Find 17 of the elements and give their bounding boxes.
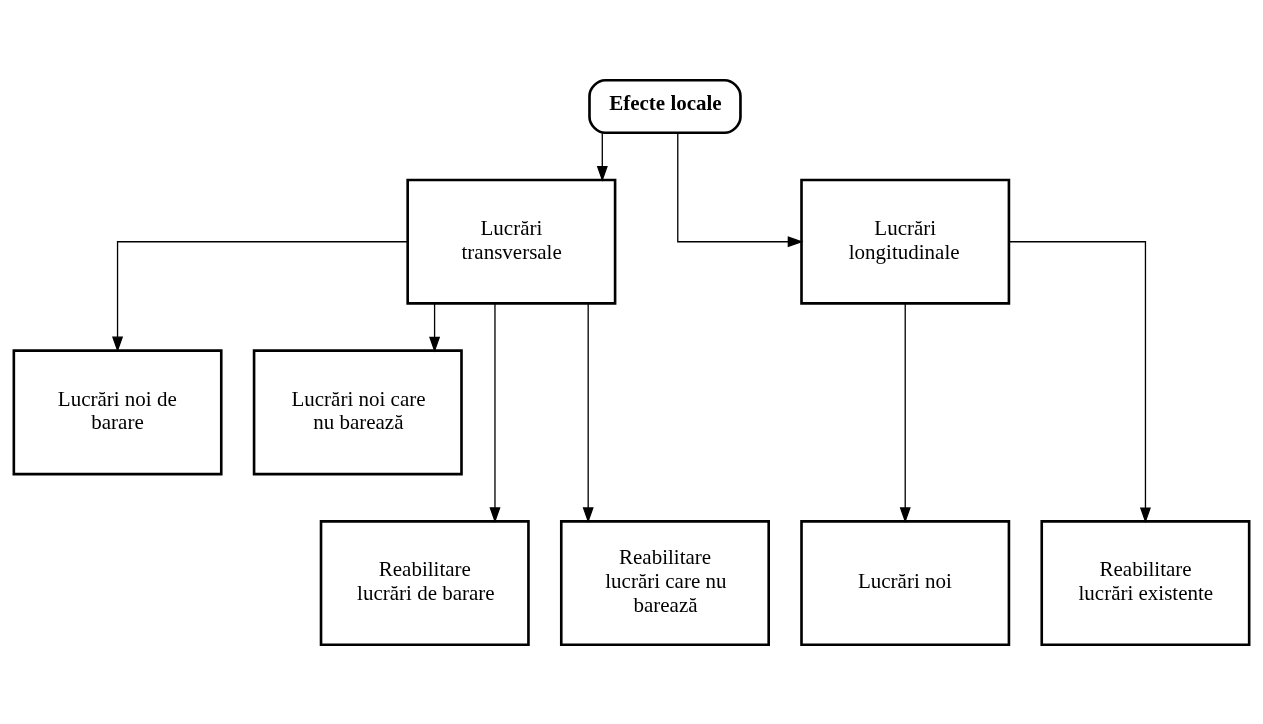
arrow [596, 132, 608, 182]
node-box: Lucrări transversale [406, 178, 617, 305]
node-box: Lucrări noi [800, 519, 1011, 646]
node-box: Reabilitare lucrări care nu barează [559, 519, 770, 646]
arrow [899, 302, 911, 523]
node-box: Lucrări longitudinale [800, 178, 1011, 305]
arrow [489, 302, 501, 523]
arrow [582, 302, 594, 523]
node-box: Lucrări noi care nu barează [252, 348, 463, 475]
node-box: Efecte locale [588, 78, 742, 134]
arrow [112, 240, 409, 352]
arrow [677, 132, 804, 247]
arrow [429, 302, 441, 353]
node-box: Lucrări noi de barare [12, 348, 223, 475]
arrow [1008, 240, 1151, 523]
node-box: Reabilitare lucrări existente [1040, 519, 1251, 646]
node-box: Reabilitare lucrări de barare [319, 519, 530, 646]
